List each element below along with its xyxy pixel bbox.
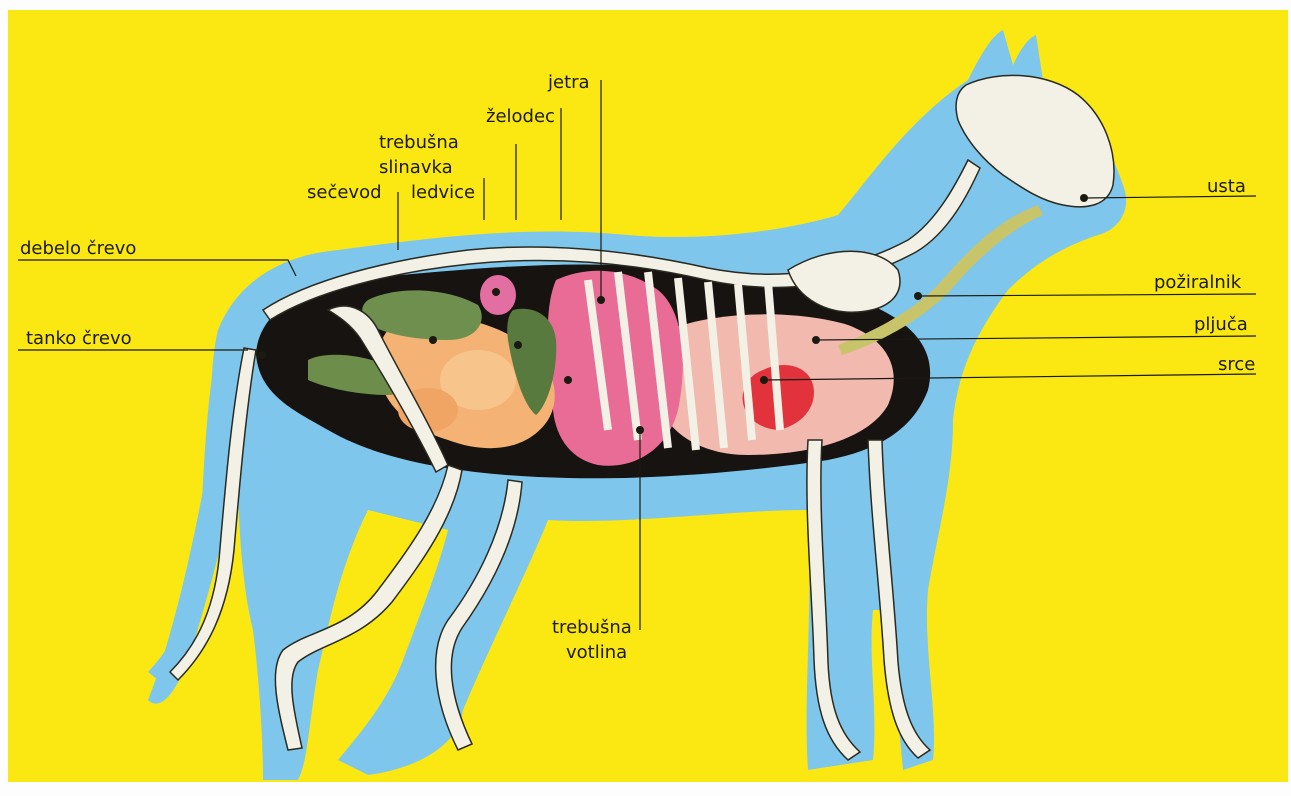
label-jetra: jetra — [547, 72, 590, 93]
dot-trebusna-votlina — [636, 426, 644, 434]
label-trebusna-votlina-2: votlina — [566, 642, 627, 663]
dot-ledvice — [492, 288, 500, 296]
dot-poziralnik — [914, 292, 922, 300]
label-trebusna-votlina-1: trebušna — [552, 617, 632, 638]
cat-anatomy-diagram: jetra želodec trebušna slinavka sečevod … — [8, 10, 1288, 782]
label-tanko-crevo: tanko črevo — [26, 328, 132, 349]
dot-trebusna-slinavka — [514, 341, 522, 349]
dot-jetra — [597, 296, 605, 304]
label-secevod: sečevod — [307, 182, 382, 203]
dot-secevod — [429, 336, 437, 344]
diagram-board: jetra želodec trebušna slinavka sečevod … — [8, 10, 1288, 782]
dot-pljuca — [812, 336, 820, 344]
label-trebusna-slinavka-1: trebušna — [379, 132, 459, 153]
label-trebusna-slinavka-2: slinavka — [379, 157, 453, 178]
dot-usta — [1080, 194, 1088, 202]
label-usta: usta — [1207, 176, 1246, 197]
label-pljuca: pljuča — [1194, 314, 1248, 335]
dot-tanko-crevo — [258, 351, 266, 359]
label-poziralnik: požiralnik — [1154, 272, 1242, 293]
label-debelo-crevo: debelo črevo — [20, 238, 136, 259]
label-zelodec: želodec — [486, 106, 555, 127]
dot-zelodec — [564, 376, 572, 384]
dot-srce — [760, 376, 768, 384]
label-ledvice: ledvice — [411, 182, 475, 203]
label-srce: srce — [1218, 354, 1255, 375]
